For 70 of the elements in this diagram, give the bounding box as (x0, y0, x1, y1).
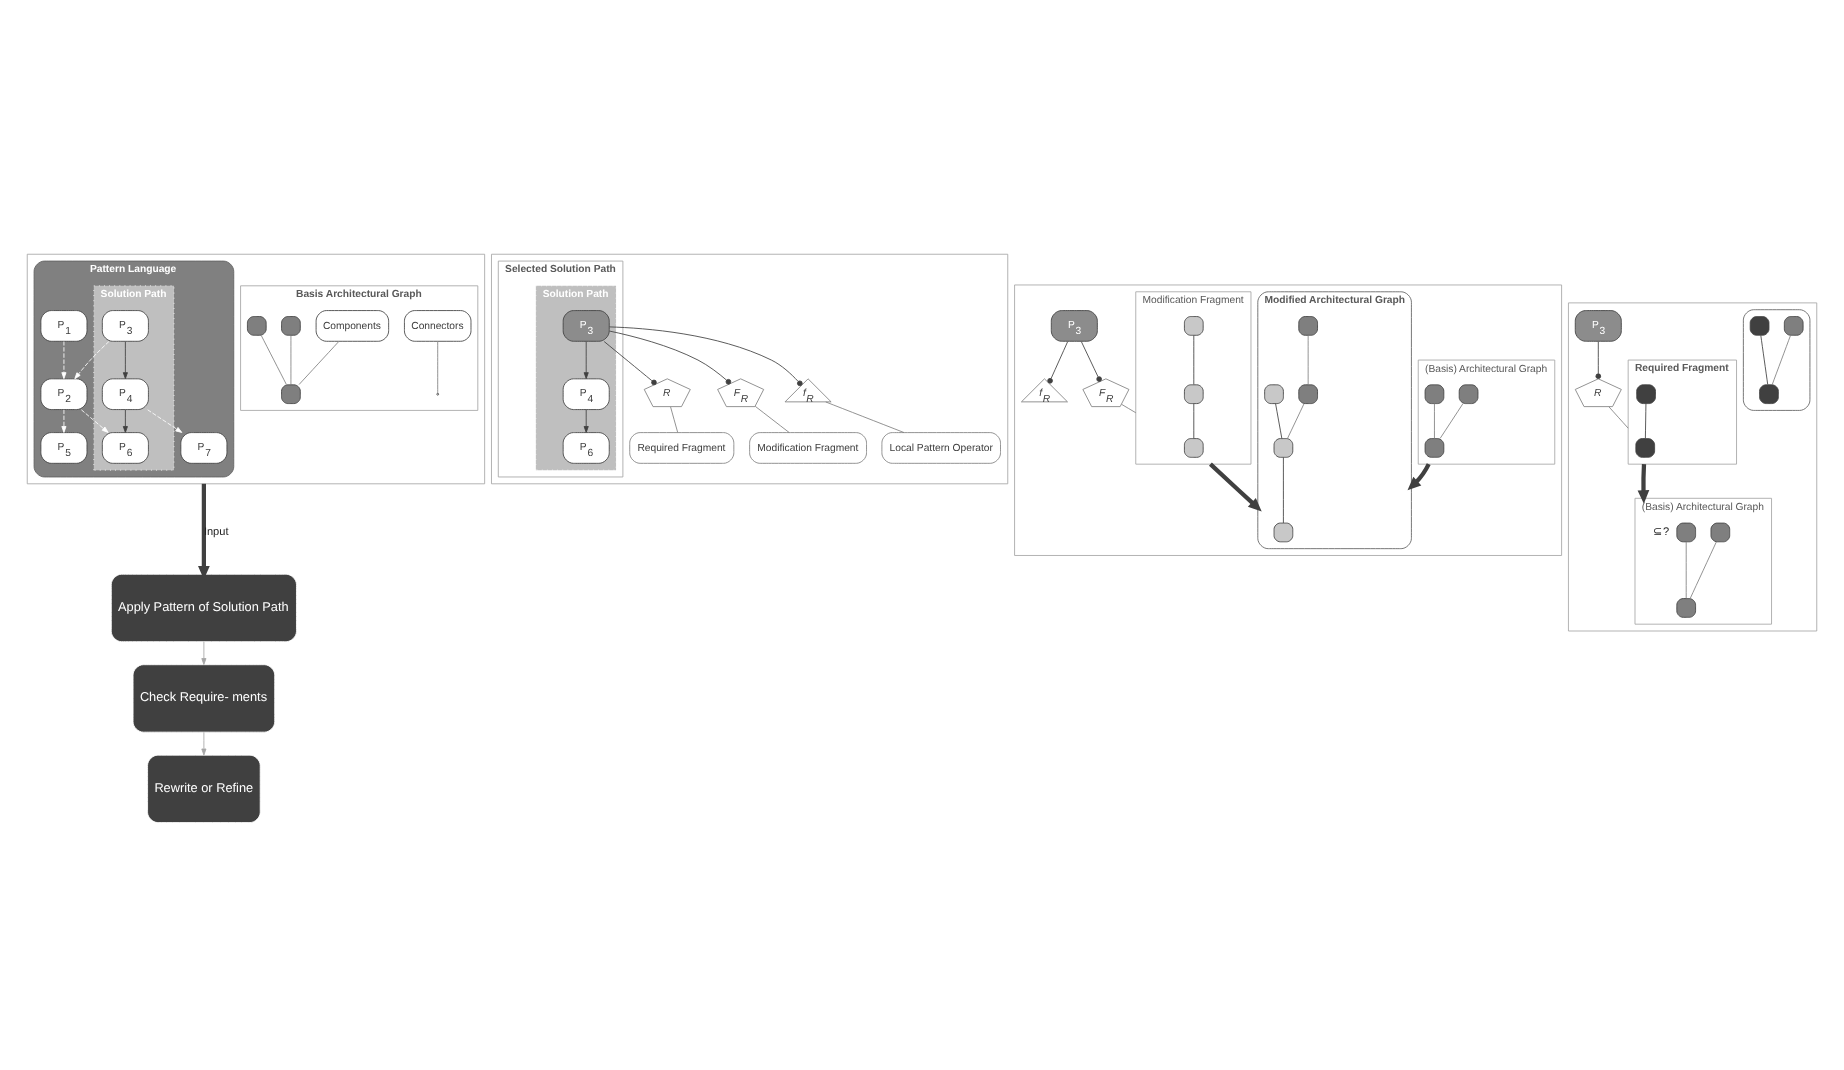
node-box (1298, 316, 1318, 336)
connector (670, 406, 679, 433)
node-box (1184, 384, 1204, 404)
node-box (1676, 522, 1696, 543)
arrow (201, 641, 207, 665)
node-box (1273, 522, 1294, 543)
node-box (1783, 316, 1804, 336)
node-box (247, 316, 267, 336)
cluster (1742, 309, 1811, 411)
connector (1121, 403, 1137, 414)
connector (1439, 403, 1464, 439)
node-box (1298, 384, 1318, 404)
connector (825, 401, 905, 433)
node-box (1184, 438, 1204, 458)
connector (608, 326, 803, 387)
connector (1434, 403, 1435, 439)
node-box (1264, 384, 1284, 404)
connector (1595, 341, 1602, 380)
connector (1282, 456, 1284, 524)
connector (1287, 403, 1305, 439)
arrow (583, 409, 589, 433)
node-box (1676, 598, 1696, 618)
node-box (1749, 316, 1770, 336)
connector (1307, 335, 1309, 385)
connector (1193, 403, 1195, 439)
node-box (1424, 384, 1445, 404)
arrow (74, 341, 110, 380)
cluster (491, 253, 1009, 485)
node-box (1458, 384, 1479, 404)
connector (1771, 335, 1791, 385)
node-box (1636, 384, 1656, 404)
connector (1685, 541, 1687, 599)
node-box (1635, 438, 1656, 458)
connector (603, 341, 657, 386)
connector (1608, 406, 1629, 429)
connector (1193, 335, 1195, 385)
connector (437, 341, 439, 394)
cluster (26, 253, 486, 485)
arrow (147, 409, 183, 433)
connector (754, 405, 790, 433)
node-box (1184, 316, 1204, 336)
arrow (61, 341, 67, 380)
cluster (1568, 302, 1818, 632)
arrow (122, 341, 128, 380)
connector (1047, 341, 1069, 384)
cluster (1014, 284, 1563, 556)
arrow (1407, 463, 1431, 491)
connector (298, 341, 340, 385)
node-box (1710, 522, 1731, 543)
connector (1644, 403, 1647, 439)
node-box (1273, 438, 1294, 458)
node-box (281, 384, 301, 404)
node-box (281, 316, 301, 336)
arrow (198, 483, 210, 580)
connector (609, 330, 732, 385)
arrow (1637, 464, 1650, 504)
connector (290, 335, 292, 385)
arrow (80, 409, 109, 433)
arrow (122, 409, 128, 433)
connector (1275, 403, 1283, 439)
node-box (1759, 384, 1779, 404)
connector (1760, 335, 1769, 385)
arrow (583, 341, 589, 380)
arrow (1208, 462, 1262, 512)
connector (1689, 541, 1717, 599)
connector (260, 335, 287, 385)
arrow (61, 409, 67, 433)
connector (1080, 341, 1102, 382)
node-box (1424, 438, 1445, 458)
arrow (201, 731, 207, 756)
